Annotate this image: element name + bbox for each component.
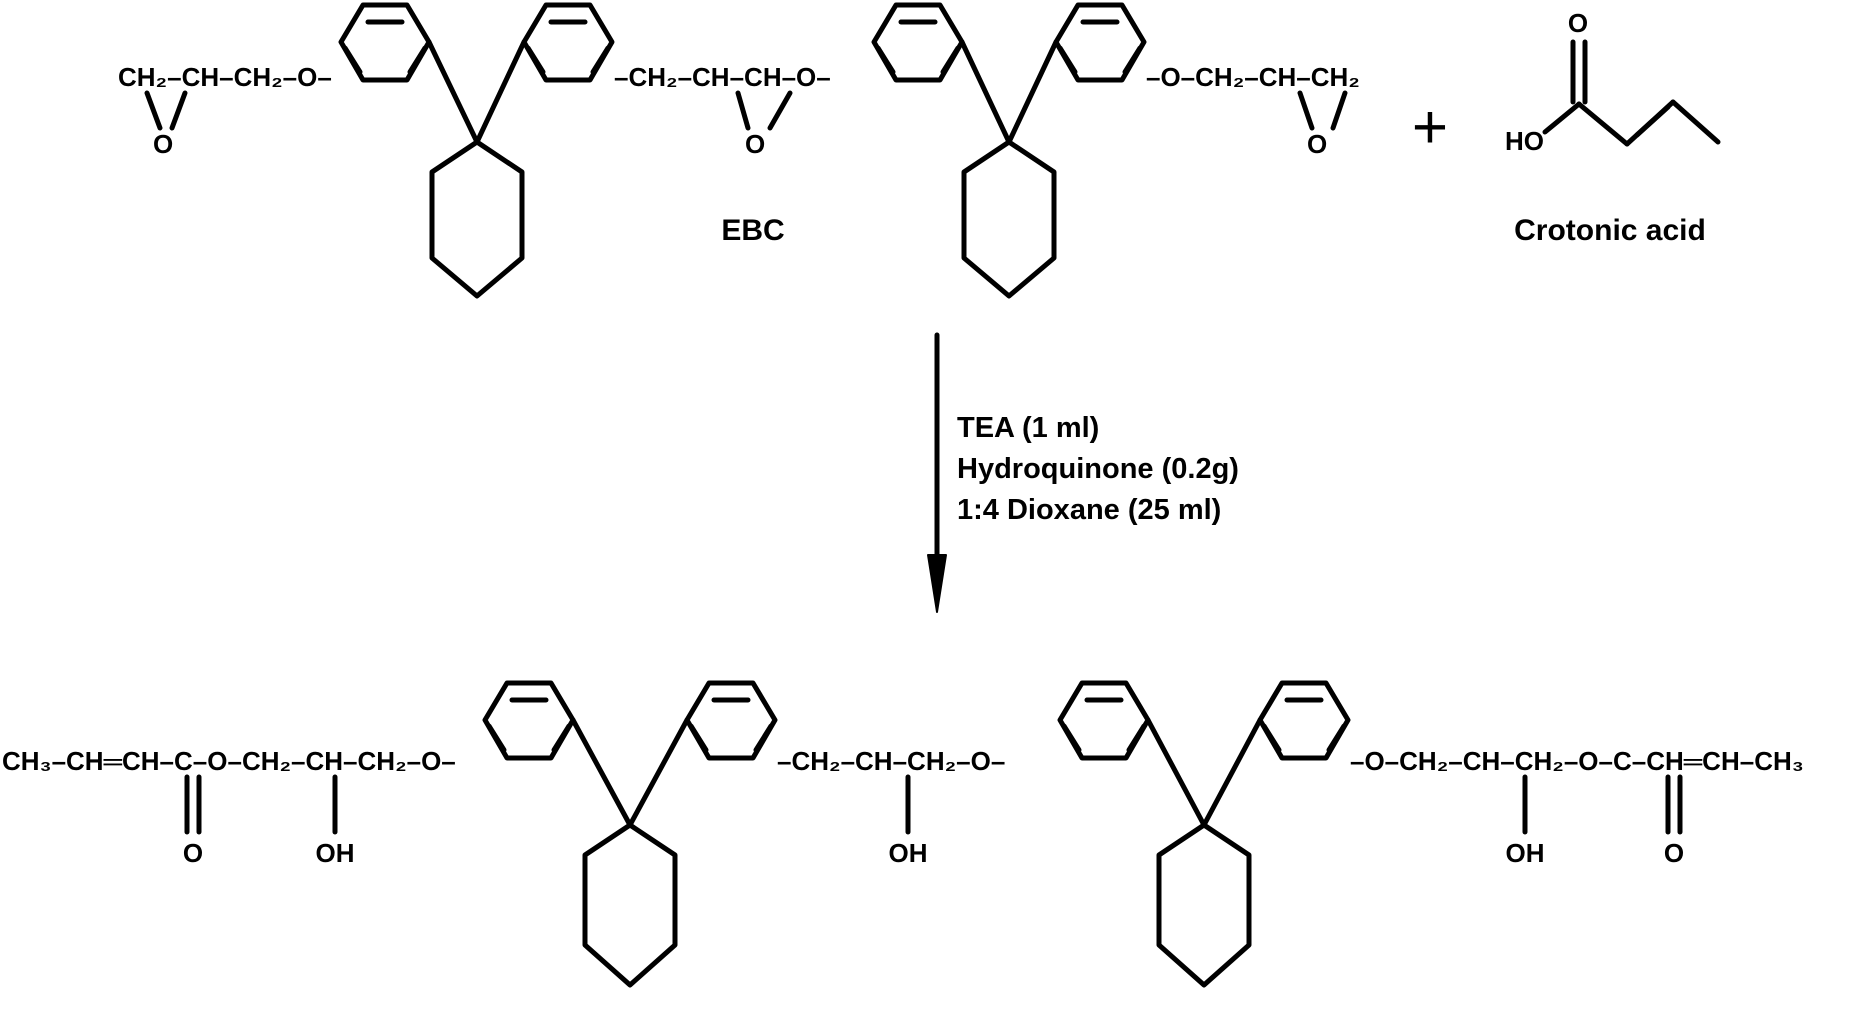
ebc-cyclohexane-ring-2 <box>961 139 1057 299</box>
ebc-epoxide-oxygen-3: O <box>1307 129 1327 159</box>
reaction-conditions: TEA (1 ml) Hydroquinone (0.2g) 1:4 Dioxa… <box>957 412 1239 526</box>
product-middle-linker: –CH₂–CH–CH₂–O– <box>777 746 1005 776</box>
product-left-ester-chain: CH₃–CH═CH–C–O–CH₂–CH–CH₂–O– <box>2 746 456 776</box>
condition-solvent: 1:4 Dioxane (25 ml) <box>957 494 1221 526</box>
bond <box>169 90 188 131</box>
ebc-label: EBC <box>721 214 784 247</box>
ebc-benzene-ring-d <box>1053 2 1147 83</box>
ebc-benzene-ring-a <box>338 2 432 83</box>
product-middle-hydroxyl: OH <box>889 838 928 868</box>
product-cyclohexane-ring-2 <box>1156 822 1252 988</box>
crotonic-acid-structure: O HO Crotonic acid <box>1505 8 1721 247</box>
carbonyl-oxygen: O <box>1568 8 1588 38</box>
ebc-left-glycidyl-chain: CH₂–CH–CH₂–O– <box>118 62 332 92</box>
condition-inhibitor: Hydroquinone (0.2g) <box>957 453 1239 485</box>
product-benzene-ring-a <box>482 680 576 761</box>
ebc-epoxide-oxygen-2: O <box>745 129 765 159</box>
ebc-cyclohexane-ring-1 <box>429 139 525 299</box>
plus-sign: + <box>1412 93 1448 162</box>
ebc-benzene-ring-b <box>521 2 615 83</box>
ebc-structure: CH₂–CH–CH₂–O– O –CH₂–CH–CH–O– O <box>118 2 1360 299</box>
product-cyclohexane-ring-1 <box>582 822 678 988</box>
product-right-hydroxyl: OH <box>1506 838 1545 868</box>
product-left-hydroxyl: OH <box>316 838 355 868</box>
product-left-carbonyl-oxygen: O <box>183 838 203 868</box>
product-benzene-ring-d <box>1257 680 1351 761</box>
product-right-ester-chain: –O–CH₂–CH–CH₂–O–C–CH═CH–CH₃ <box>1350 746 1804 776</box>
ebc-epoxide-oxygen-1: O <box>153 129 173 159</box>
crotonic-acid-label: Crotonic acid <box>1514 214 1706 247</box>
bond <box>144 90 163 131</box>
ebc-benzene-ring-c <box>871 2 965 83</box>
ebc-middle-linker: –CH₂–CH–CH–O– <box>614 62 831 92</box>
reaction-arrow <box>927 332 947 613</box>
product-right-carbonyl-oxygen: O <box>1664 838 1684 868</box>
condition-catalyst: TEA (1 ml) <box>957 412 1099 444</box>
product-benzene-ring-c <box>1057 680 1151 761</box>
arrow-head <box>927 554 947 613</box>
product-benzene-ring-b <box>684 680 778 761</box>
product-structure: CH₃–CH═CH–C–O–CH₂–CH–CH₂–O– O OH –CH₂–CH… <box>2 680 1804 988</box>
hydroxyl-group: HO <box>1505 126 1544 156</box>
ebc-right-glycidyl-chain: –O–CH₂–CH–CH₂ <box>1146 62 1360 92</box>
